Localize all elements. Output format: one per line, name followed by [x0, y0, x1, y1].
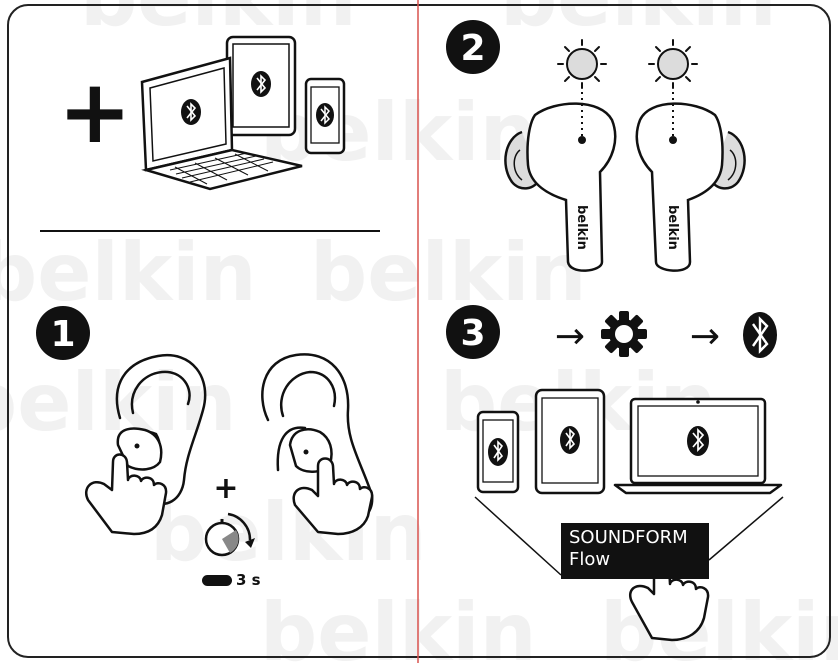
timer-icon	[204, 512, 255, 557]
earbud-left-in-ear	[116, 427, 163, 471]
earbud-right-icon: belkin	[635, 86, 746, 272]
step-number: 3	[460, 313, 485, 354]
watermark-logo: belkin	[0, 226, 257, 319]
bluetooth-icon	[488, 438, 508, 466]
watermark-logo: belkin	[80, 0, 357, 44]
bluetooth-icon	[687, 426, 709, 456]
watermark-logo: belkin	[310, 226, 587, 319]
step-badge	[36, 306, 90, 360]
press-duration-label: 3 s	[236, 571, 261, 589]
led-light-icon	[557, 39, 607, 89]
press-duration-bar	[202, 575, 232, 586]
plus-sign: +	[213, 471, 238, 506]
device-name-callout[interactable]: SOUNDFORM Flow	[561, 523, 709, 579]
arrow: →	[690, 316, 720, 357]
step-1-panel: 1 +	[36, 306, 374, 586]
step-2-panel: 2 belkin	[446, 20, 746, 272]
device-name-line-2: Flow	[569, 549, 611, 570]
device-name-line-1: SOUNDFORM	[569, 527, 688, 548]
earbud-left-icon: belkin	[504, 86, 617, 272]
prereq-panel: +	[58, 35, 346, 191]
page-frame	[7, 4, 831, 658]
step-number: 1	[50, 314, 75, 355]
step-badge	[446, 305, 500, 359]
watermark-logo: belkin	[260, 586, 537, 663]
bud-brand-label: belkin	[574, 205, 589, 250]
connector-line	[474, 496, 562, 576]
bud-brand-label: belkin	[665, 205, 680, 250]
tap-hand-icon	[85, 453, 168, 536]
bluetooth-icon	[560, 426, 580, 454]
bluetooth-icon	[181, 99, 201, 125]
tap-hand-icon	[292, 457, 374, 536]
step-number: 2	[460, 28, 485, 69]
watermark-logo: belkin	[150, 486, 427, 579]
bluetooth-icon	[743, 312, 777, 358]
step-badge	[446, 20, 500, 74]
gear-icon	[601, 311, 647, 357]
led-light-icon	[648, 39, 698, 89]
arrow: →	[555, 316, 585, 357]
bluetooth-icon	[316, 103, 334, 127]
watermark-logo: belkin	[500, 0, 777, 44]
bluetooth-icon	[251, 71, 271, 97]
step-3-panel: 3 → →	[446, 305, 784, 642]
plus-sign: +	[58, 60, 132, 163]
tap-hand-icon	[629, 557, 710, 642]
connector-line	[708, 496, 784, 561]
